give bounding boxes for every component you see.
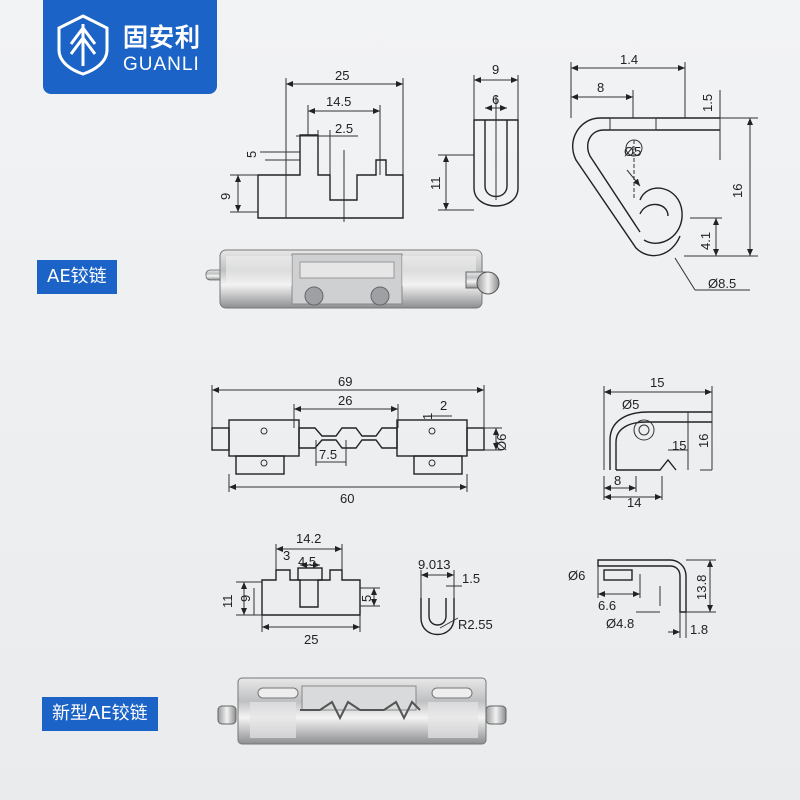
dim-text: 3 xyxy=(283,548,290,563)
ae-hinge-photo xyxy=(205,249,500,309)
dim-text: 26 xyxy=(338,393,352,408)
dim-text: 9 xyxy=(238,595,253,602)
dim-text: 6.6 xyxy=(598,598,616,613)
new-side-view: 15 Ø5 15 16 8 14 xyxy=(603,375,713,510)
dim-text: Ø4.8 xyxy=(606,616,634,631)
dim-text: 25 xyxy=(304,632,318,647)
label-ae-hinge: AE铰链 xyxy=(37,260,117,294)
dim-text: 25 xyxy=(335,68,349,83)
dim-text: 4.5 xyxy=(298,554,316,569)
new-lower-profile: Ø6 6.6 Ø4.8 13.8 1.8 xyxy=(568,559,716,638)
dim-text: 13.8 xyxy=(694,575,709,600)
dim-text: 14.5 xyxy=(326,94,351,109)
dim-text: 2 xyxy=(440,398,447,413)
dim-text: 5 xyxy=(359,595,374,602)
dim-text: 9 xyxy=(492,62,499,77)
dim-text: Ø6 xyxy=(494,434,509,451)
new-front-view: 69 26 2 1 Ø6 7.5 60 xyxy=(211,374,509,506)
ae-front-view: 25 14.5 2.5 5 9 xyxy=(218,68,404,222)
dim-text: 5 xyxy=(244,151,259,158)
dim-text: 11 xyxy=(428,177,443,191)
dim-text: R2.55 xyxy=(458,617,493,632)
dim-text: 14.2 xyxy=(296,531,321,546)
dim-text: 2.5 xyxy=(335,121,353,136)
dim-text: Ø6 xyxy=(568,568,585,583)
dim-text: 15 xyxy=(672,438,686,453)
dim-text: 15 xyxy=(650,375,664,390)
dim-text: 1 xyxy=(420,413,435,420)
dim-text: 8 xyxy=(597,80,604,95)
dim-text: 16 xyxy=(696,434,711,448)
dim-text: 7.5 xyxy=(319,447,337,462)
dim-text: 1.4 xyxy=(620,52,638,67)
ae-profile-view: 1.4 8 1.5 16 Ø5 4.1 Ø8.5 xyxy=(570,52,758,291)
dim-text: 9.013 xyxy=(418,557,451,572)
new-lower-front: 14.2 3 4.5 11 9 5 25 xyxy=(220,531,380,647)
dim-text: 60 xyxy=(340,491,354,506)
brand-logo: 固安利 GUANLI xyxy=(43,0,217,94)
dim-text: 1.5 xyxy=(700,94,715,112)
dim-text: 14 xyxy=(627,495,641,510)
dim-text: 69 xyxy=(338,374,352,389)
dim-text: 8 xyxy=(614,473,621,488)
ae-side-view: 9 6 11 xyxy=(428,62,519,211)
dim-text: Ø5 xyxy=(624,144,641,159)
dim-text: 11 xyxy=(220,595,235,609)
new-lower-u: 9.013 1.5 R2.55 xyxy=(418,557,493,635)
shield-logo-icon xyxy=(57,14,109,76)
dim-text: 16 xyxy=(730,184,745,198)
label-new-ae-hinge: 新型AE铰链 xyxy=(42,697,158,731)
new-ae-hinge-photo xyxy=(217,677,507,745)
dim-text: 1.8 xyxy=(690,622,708,637)
dim-text: Ø5 xyxy=(622,397,639,412)
dim-text: 1.5 xyxy=(462,571,480,586)
brand-name-cn: 固安利 xyxy=(123,23,202,52)
dim-text: 6 xyxy=(492,92,499,107)
dim-text: Ø8.5 xyxy=(708,276,736,291)
dim-text: 4.1 xyxy=(698,232,713,250)
dim-text: 9 xyxy=(218,193,233,200)
brand-name-en: GUANLI xyxy=(123,54,200,75)
